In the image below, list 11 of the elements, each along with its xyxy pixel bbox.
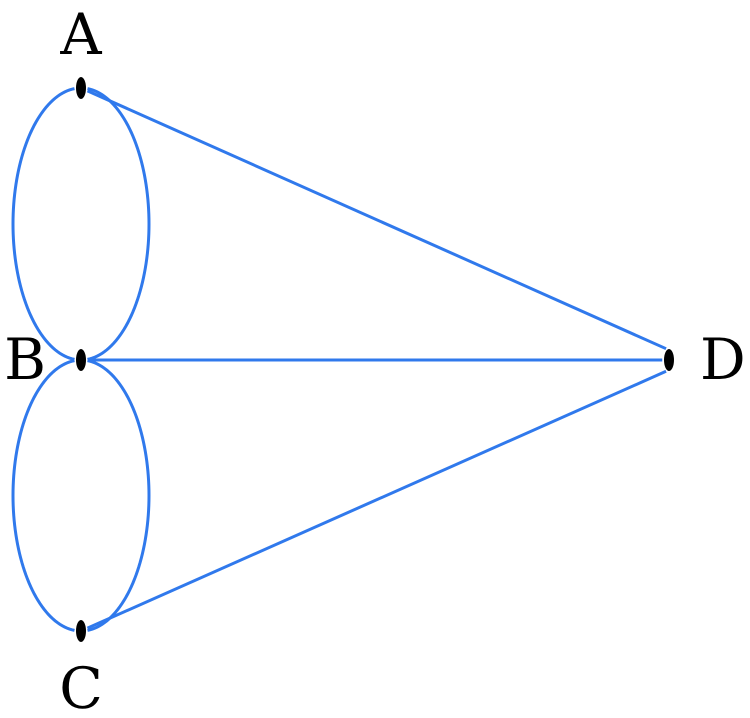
edge-line — [86, 370, 667, 630]
curved-edge — [12, 87, 75, 361]
vertex-label: A — [60, 7, 102, 64]
curved-edge — [87, 359, 150, 632]
vertex-label: C — [59, 661, 103, 718]
edge-line — [86, 90, 667, 350]
vertex-label: B — [4, 332, 46, 388]
curved-edge — [87, 87, 150, 361]
curved-edge — [12, 359, 75, 632]
edge-line — [88, 358, 662, 362]
vertex-label: D — [700, 332, 746, 388]
